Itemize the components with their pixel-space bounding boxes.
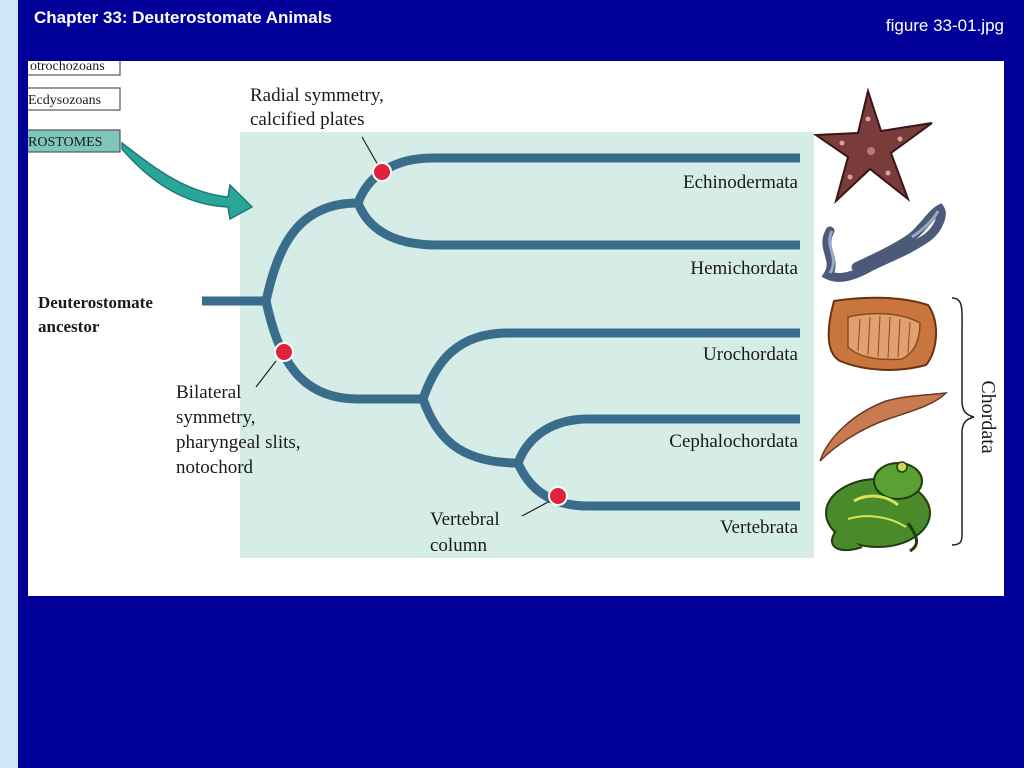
branch-cephalochordata xyxy=(513,414,800,465)
starfish-icon xyxy=(812,87,933,205)
tunicate-icon xyxy=(827,296,938,371)
trait-bilateral-line2: symmetry, xyxy=(176,407,256,428)
trait-vertebral-line2: column xyxy=(430,535,487,556)
taxon-vertebrata: Vertebrata xyxy=(720,517,799,538)
node-radial-symmetry xyxy=(372,162,392,182)
group-chordata-label: Chordata xyxy=(977,380,999,453)
branch-to-chordata xyxy=(261,300,423,404)
left-accent-strip xyxy=(0,0,18,768)
lancelet-icon xyxy=(819,391,949,462)
legend-box-ecdysozoans: Ecdysozoans xyxy=(28,87,121,111)
trait-leader-lines xyxy=(255,136,551,517)
legend-box-lophotrochozoans: otrochozoans xyxy=(28,61,121,76)
branch-hemichordata xyxy=(353,201,800,250)
branch-to-ambulacraria xyxy=(261,198,359,302)
trait-radial-line2: calcified plates xyxy=(250,109,364,130)
legend-box-deuterostomes: ROSTOMES xyxy=(28,129,121,153)
trait-bilateral-line4: notochord xyxy=(176,457,254,478)
branch-urochordata xyxy=(418,328,800,401)
trait-bilateral-line3: pharyngeal slits, xyxy=(176,432,301,453)
figure-file-label: figure 33-01.jpg xyxy=(885,16,1004,35)
acorn-worm-icon xyxy=(821,203,946,282)
frog-icon xyxy=(825,461,931,553)
trait-bilateral-line1: Bilateral xyxy=(176,382,241,403)
deuterostome-pointer-arrow xyxy=(121,141,254,221)
phylogeny-diagram: otrochozoans Ecdysozoans ROSTOMES xyxy=(28,61,999,558)
trait-vertebral-line1: Vertebral xyxy=(430,509,500,530)
trait-radial-line1: Radial symmetry, xyxy=(250,85,384,106)
tree-branches xyxy=(202,153,800,511)
taxon-cephalochordata: Cephalochordata xyxy=(669,431,798,452)
taxon-hemichordata: Hemichordata xyxy=(690,258,798,279)
chordata-bracket xyxy=(951,297,975,546)
root-label-line1: Deuterostomate xyxy=(38,293,153,312)
root-label-line2: ancestor xyxy=(38,317,100,336)
node-vertebral-column xyxy=(548,486,568,506)
slide-title: Chapter 33: Deuterostomate Animals xyxy=(34,8,332,27)
taxon-echinodermata: Echinodermata xyxy=(683,172,799,193)
figure-panel: otrochozoans Ecdysozoans ROSTOMES xyxy=(28,61,1004,596)
taxon-urochordata: Urochordata xyxy=(703,344,799,365)
legend-deuterostomes-label: ROSTOMES xyxy=(28,135,102,150)
legend-lophotrochozoans-label: otrochozoans xyxy=(30,61,105,74)
branch-to-cephalo-vertebrata xyxy=(418,397,519,468)
branch-vertebrata xyxy=(513,461,800,511)
legend-ecdysozoans-label: Ecdysozoans xyxy=(28,93,101,108)
node-bilateral-symmetry xyxy=(274,342,294,362)
